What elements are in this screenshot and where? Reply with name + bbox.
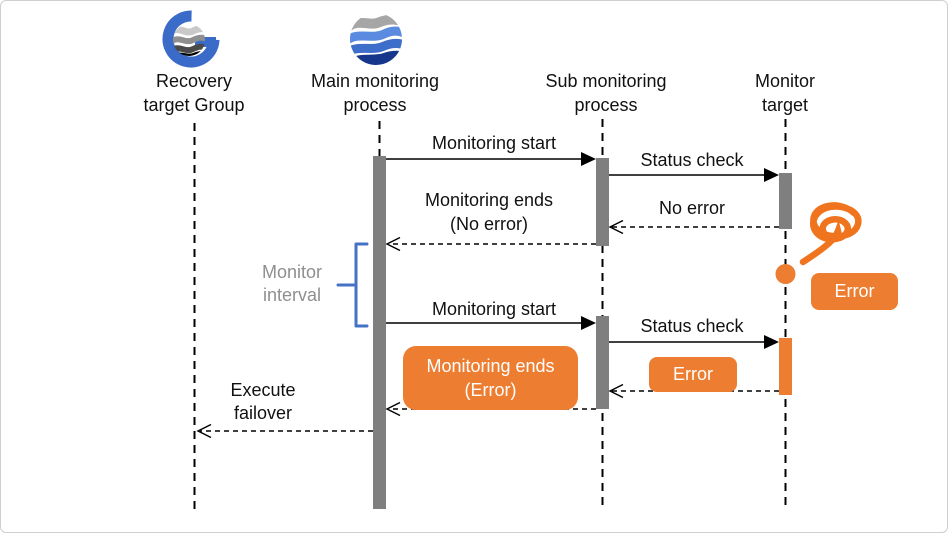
label-line: (No error): [449, 214, 528, 234]
actor-label-line: process: [343, 95, 407, 115]
label-line: Monitoring ends: [424, 190, 554, 210]
actor-label-line: Main monitoring: [310, 71, 440, 91]
actor-label-line: Monitor: [754, 71, 816, 91]
actor-label-line: process: [574, 95, 638, 115]
error-point-dot: [775, 264, 796, 284]
label-line: (Error): [464, 380, 517, 400]
wave-sphere-logo-icon: [350, 14, 402, 65]
label-no-error: No error: [658, 198, 725, 218]
actor-label-line: target: [761, 95, 809, 115]
arrow-no-error-return: [608, 219, 779, 235]
label-line: Monitor: [261, 262, 323, 282]
label-line: Monitoring ends: [426, 356, 555, 376]
label-status-check-1: Status check: [640, 150, 744, 170]
label-monitoring-start-2: Monitoring start: [431, 299, 557, 319]
label-monitoring-start-1: Monitoring start: [431, 133, 557, 153]
arrow-monitoring-ends-ok-return: [385, 236, 596, 252]
arrow-execute-failover: [196, 423, 373, 439]
error-scribble-icon: [799, 202, 862, 266]
actor-monitor-target: Monitor target: [685, 69, 885, 117]
label-line: Execute: [230, 380, 296, 400]
label-execute-failover: Execute failover: [153, 379, 373, 425]
error-badge-target: Error: [811, 273, 898, 310]
actor-main-monitoring-process: Main monitoring process: [275, 69, 475, 117]
label-line: interval: [262, 285, 322, 305]
actor-sub-monitoring-process: Sub monitoring process: [506, 69, 706, 117]
label-monitor-interval: Monitor interval: [222, 261, 362, 307]
actor-label-line: target Group: [143, 95, 245, 115]
label-status-check-2: Status check: [640, 316, 744, 336]
activation-bar-target-2: [779, 338, 792, 395]
actor-label-line: Sub monitoring: [545, 71, 667, 91]
error-badge-sub: Error: [649, 357, 737, 392]
actor-recovery-target-group: Recovery target Group: [94, 69, 294, 117]
label-line: failover: [233, 403, 293, 423]
actor-label-line: Recovery: [155, 71, 233, 91]
label-monitoring-ends-no-error: Monitoring ends (No error): [379, 188, 599, 236]
g-globe-logo-icon: [162, 10, 220, 68]
monitoring-ends-error-box: Monitoring ends (Error): [403, 346, 578, 410]
